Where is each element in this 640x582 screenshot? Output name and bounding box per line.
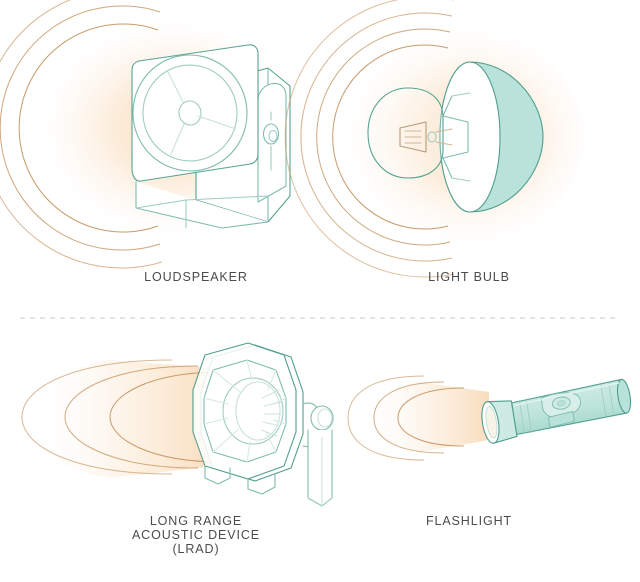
loudspeaker-caption: LOUDSPEAKER: [144, 270, 248, 284]
flashlight-panel: FLASHLIGHT: [347, 375, 632, 528]
flashlight-icon: [481, 378, 632, 444]
caption-line: LOUDSPEAKER: [144, 270, 248, 284]
lrad-sound-beam: [21, 359, 223, 478]
caption-line: FLASHLIGHT: [426, 514, 512, 528]
caption-line: LONG RANGE: [150, 514, 242, 528]
light-bulb-caption: LIGHT BULB: [428, 270, 510, 284]
light-bulb-panel: LIGHT BULB: [284, 0, 583, 284]
caption-line: (LRAD): [172, 542, 219, 556]
loudspeaker-icon: [131, 44, 291, 229]
light-bulb-icon: [367, 61, 544, 213]
lrad-panel: LONG RANGE ACOUSTIC DEVICE (LRAD): [21, 342, 334, 556]
lrad-caption: LONG RANGE ACOUSTIC DEVICE (LRAD): [132, 514, 260, 556]
caption-line: ACOUSTIC DEVICE: [132, 528, 260, 542]
lrad-icon: [192, 342, 334, 507]
flashlight-caption: FLASHLIGHT: [426, 514, 512, 528]
caption-line: LIGHT BULB: [428, 270, 510, 284]
flashlight-light-beam: [347, 375, 489, 461]
loudspeaker-panel: LOUDSPEAKER: [0, 0, 313, 284]
